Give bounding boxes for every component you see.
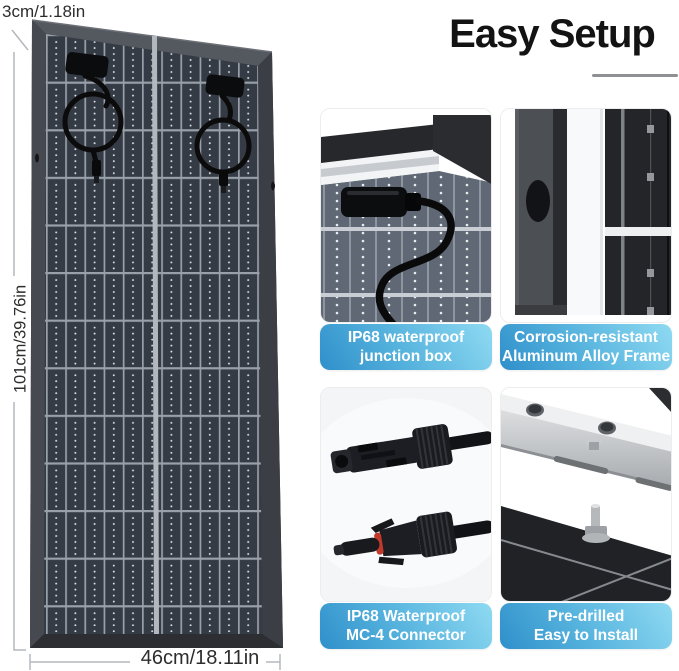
dimension-thickness-label: 3cm/1.18in: [2, 2, 86, 21]
panel-surface: [501, 506, 671, 601]
frame-profile: [515, 109, 567, 315]
bolt: [582, 504, 610, 543]
mc4-connector-photo: [320, 387, 492, 602]
feature-card-mc4-connector: IP68 Waterproof MC-4 Connector: [320, 387, 492, 649]
title-underline: [592, 74, 678, 77]
junction-box-right: [194, 74, 252, 193]
caption-line: Pre-drilled: [547, 607, 625, 625]
caption-line: IP68 waterproof: [347, 328, 465, 346]
junction-box-photo: [320, 108, 492, 323]
feature-card-aluminum-frame: Corrosion-resistant Aluminum Alloy Frame: [500, 108, 672, 370]
mounting-bracket: [501, 394, 671, 491]
caption-line: Aluminum Alloy Frame: [501, 348, 671, 365]
caption-line: MC-4 Connector: [346, 627, 466, 644]
panel-front-cells: [605, 109, 671, 315]
panel-cell-grid: [44, 34, 262, 634]
caption-line: Corrosion-resistant: [514, 328, 658, 346]
solar-cable: [375, 197, 455, 322]
junction-box-closeup: [341, 187, 455, 322]
aluminum-frame-photo: [500, 108, 672, 323]
caption-mc4-connector: IP68 Waterproof MC-4 Connector: [320, 603, 492, 649]
caption-junction-box: IP68 waterproof junction box: [320, 324, 492, 370]
caption-line: junction box: [359, 348, 453, 365]
solar-panel-diagram: 101cm/39.76in: [11, 19, 283, 670]
caption-line: Easy to Install: [533, 627, 639, 644]
frame-corner-block: [433, 115, 491, 184]
mounting-bracket-photo: [500, 387, 672, 602]
mc4-female-connector: [330, 424, 491, 474]
junction-box-left: [62, 52, 124, 183]
slot: [553, 455, 609, 475]
caption-aluminum-frame: Corrosion-resistant Aluminum Alloy Frame: [500, 324, 672, 370]
mounting-hole: [526, 180, 550, 222]
dimension-height-label: 101cm/39.76in: [11, 285, 29, 393]
dimension-lines: [11, 29, 281, 670]
feature-card-junction-box: IP68 waterproof junction box: [320, 108, 492, 370]
caption-pre-drilled: Pre-drilled Easy to Install: [500, 603, 672, 649]
caption-line: IP68 Waterproof: [346, 607, 466, 625]
feature-grid: IP68 waterproof junction box: [320, 108, 672, 649]
slot: [635, 477, 671, 491]
page-title: Easy Setup: [449, 12, 656, 56]
feature-card-pre-drilled: Pre-drilled Easy to Install: [500, 387, 672, 649]
dimension-width-label: 46cm/18.11in: [140, 647, 260, 669]
mc4-male-connector: [333, 511, 491, 566]
